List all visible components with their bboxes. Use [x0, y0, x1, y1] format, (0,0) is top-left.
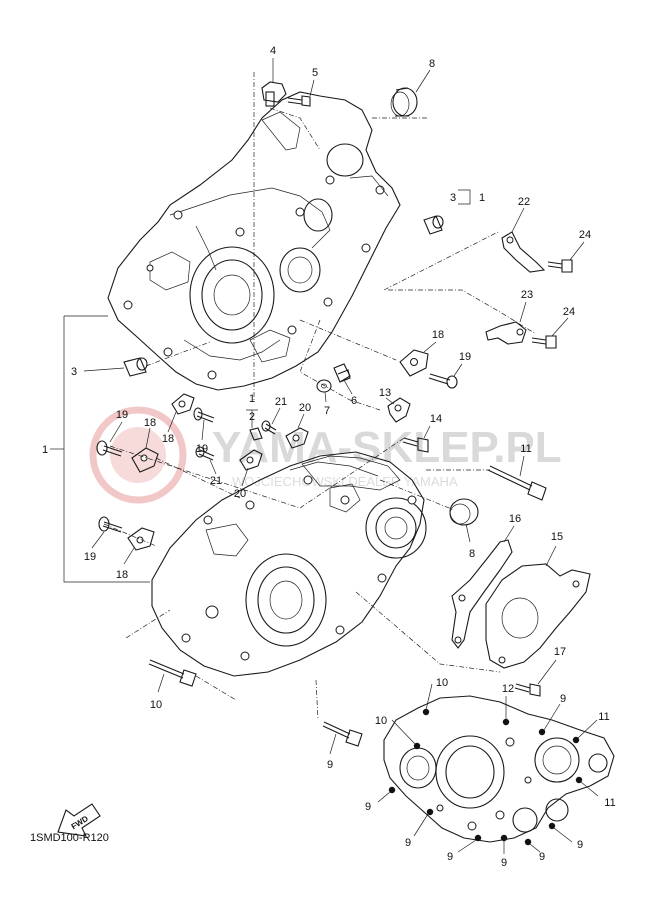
callout-3: 3	[71, 366, 77, 378]
callout-22: 22	[518, 196, 530, 208]
bolt-5	[287, 79, 315, 107]
plate-18-upper	[399, 341, 437, 377]
callout-9: 9	[560, 693, 566, 705]
callout-4: 4	[270, 45, 276, 57]
callout-17: 17	[554, 646, 566, 658]
callout-labels: 4 5 8 3 1 22 24 23 24 18 19 3 1 7 6 13 1…	[42, 45, 616, 869]
breather-union	[261, 58, 287, 107]
alignment-lines	[103, 72, 537, 721]
crankcase-bolt-view	[377, 683, 615, 854]
plate-20-lower	[239, 449, 263, 487]
callout-23: 23	[521, 289, 533, 301]
bolt-19-upper	[428, 363, 463, 389]
callout-14: 14	[430, 413, 442, 425]
dowel-2	[246, 409, 263, 441]
fwd-label: FWD	[70, 814, 90, 831]
callout-6: 6	[351, 395, 357, 407]
bolt-19-lower	[91, 516, 123, 549]
callout-1: 1	[479, 192, 485, 204]
bolt-24-lower	[531, 317, 569, 349]
callout-21: 21	[210, 475, 222, 487]
callout-12: 12	[502, 683, 514, 695]
callout-2: 2	[249, 411, 255, 423]
callout-3: 3	[450, 192, 456, 204]
callout-10: 10	[375, 715, 387, 727]
callout-5: 5	[312, 67, 318, 79]
callout-13: 13	[379, 387, 391, 399]
assembly-brackets	[50, 189, 471, 583]
callout-9: 9	[405, 837, 411, 849]
dowel-pin-top	[423, 215, 444, 235]
bracket-13	[385, 397, 411, 423]
bolt-9	[322, 721, 363, 755]
callout-21: 21	[275, 396, 287, 408]
callout-9: 9	[327, 759, 333, 771]
callout-10: 10	[436, 677, 448, 689]
callout-20: 20	[234, 488, 246, 500]
plate-18-mid	[167, 393, 195, 433]
plate-18-lower	[123, 527, 155, 565]
hose-clamp-22	[501, 207, 546, 273]
callout-9: 9	[365, 801, 371, 813]
dowel-pin-left	[83, 357, 148, 377]
callout-9: 9	[501, 857, 507, 869]
callout-11: 11	[598, 711, 609, 723]
bolt-19-left	[96, 421, 123, 457]
callout-18: 18	[116, 569, 128, 581]
diagram-code: 1SMD100-R120	[30, 832, 109, 844]
crankcase-right-half	[151, 451, 427, 677]
callout-18: 18	[144, 417, 156, 429]
callout-1: 1	[42, 444, 48, 456]
callout-18: 18	[162, 433, 174, 445]
callout-16: 16	[509, 513, 521, 525]
crankcase-left-half	[107, 91, 401, 391]
callout-19: 19	[116, 409, 128, 421]
chain-guide-16	[451, 525, 515, 649]
bolt-14	[402, 425, 431, 453]
bolt-24-upper	[547, 241, 585, 273]
callout-11: 11	[604, 797, 615, 809]
chain-cover-15	[485, 545, 591, 669]
long-bolt-11	[487, 455, 547, 501]
callout-8: 8	[469, 548, 475, 560]
watermark-sub: WOJCIECHOWSKI DEALER YAMAHA	[232, 474, 458, 489]
callout-15: 15	[551, 531, 563, 543]
oil-seal-lower	[449, 498, 479, 543]
callout-19: 19	[459, 351, 471, 363]
oil-seal-top	[390, 69, 431, 117]
callout-24: 24	[563, 306, 575, 318]
washer-7	[316, 379, 332, 403]
hose-clamp-23	[485, 301, 527, 345]
callout-9: 9	[539, 851, 545, 863]
callout-18: 18	[432, 329, 444, 341]
bolt-17	[514, 659, 557, 697]
callout-7: 7	[324, 405, 330, 417]
callout-19: 19	[196, 443, 208, 455]
callout-8: 8	[429, 58, 435, 70]
plug-6	[333, 363, 353, 395]
callout-19: 19	[84, 551, 96, 563]
callout-9: 9	[447, 851, 453, 863]
plate-20-upper	[285, 413, 309, 449]
callout-10: 10	[150, 699, 162, 711]
callout-1: 1	[249, 393, 255, 405]
callout-11: 11	[520, 443, 531, 455]
callout-20: 20	[299, 402, 311, 414]
long-bolt-10	[148, 659, 197, 693]
callout-9: 9	[577, 839, 583, 851]
bolt-21-upper	[261, 407, 281, 435]
bolt-19-mid	[193, 407, 215, 441]
bolt-21-lower	[195, 446, 217, 475]
callout-24: 24	[579, 229, 591, 241]
